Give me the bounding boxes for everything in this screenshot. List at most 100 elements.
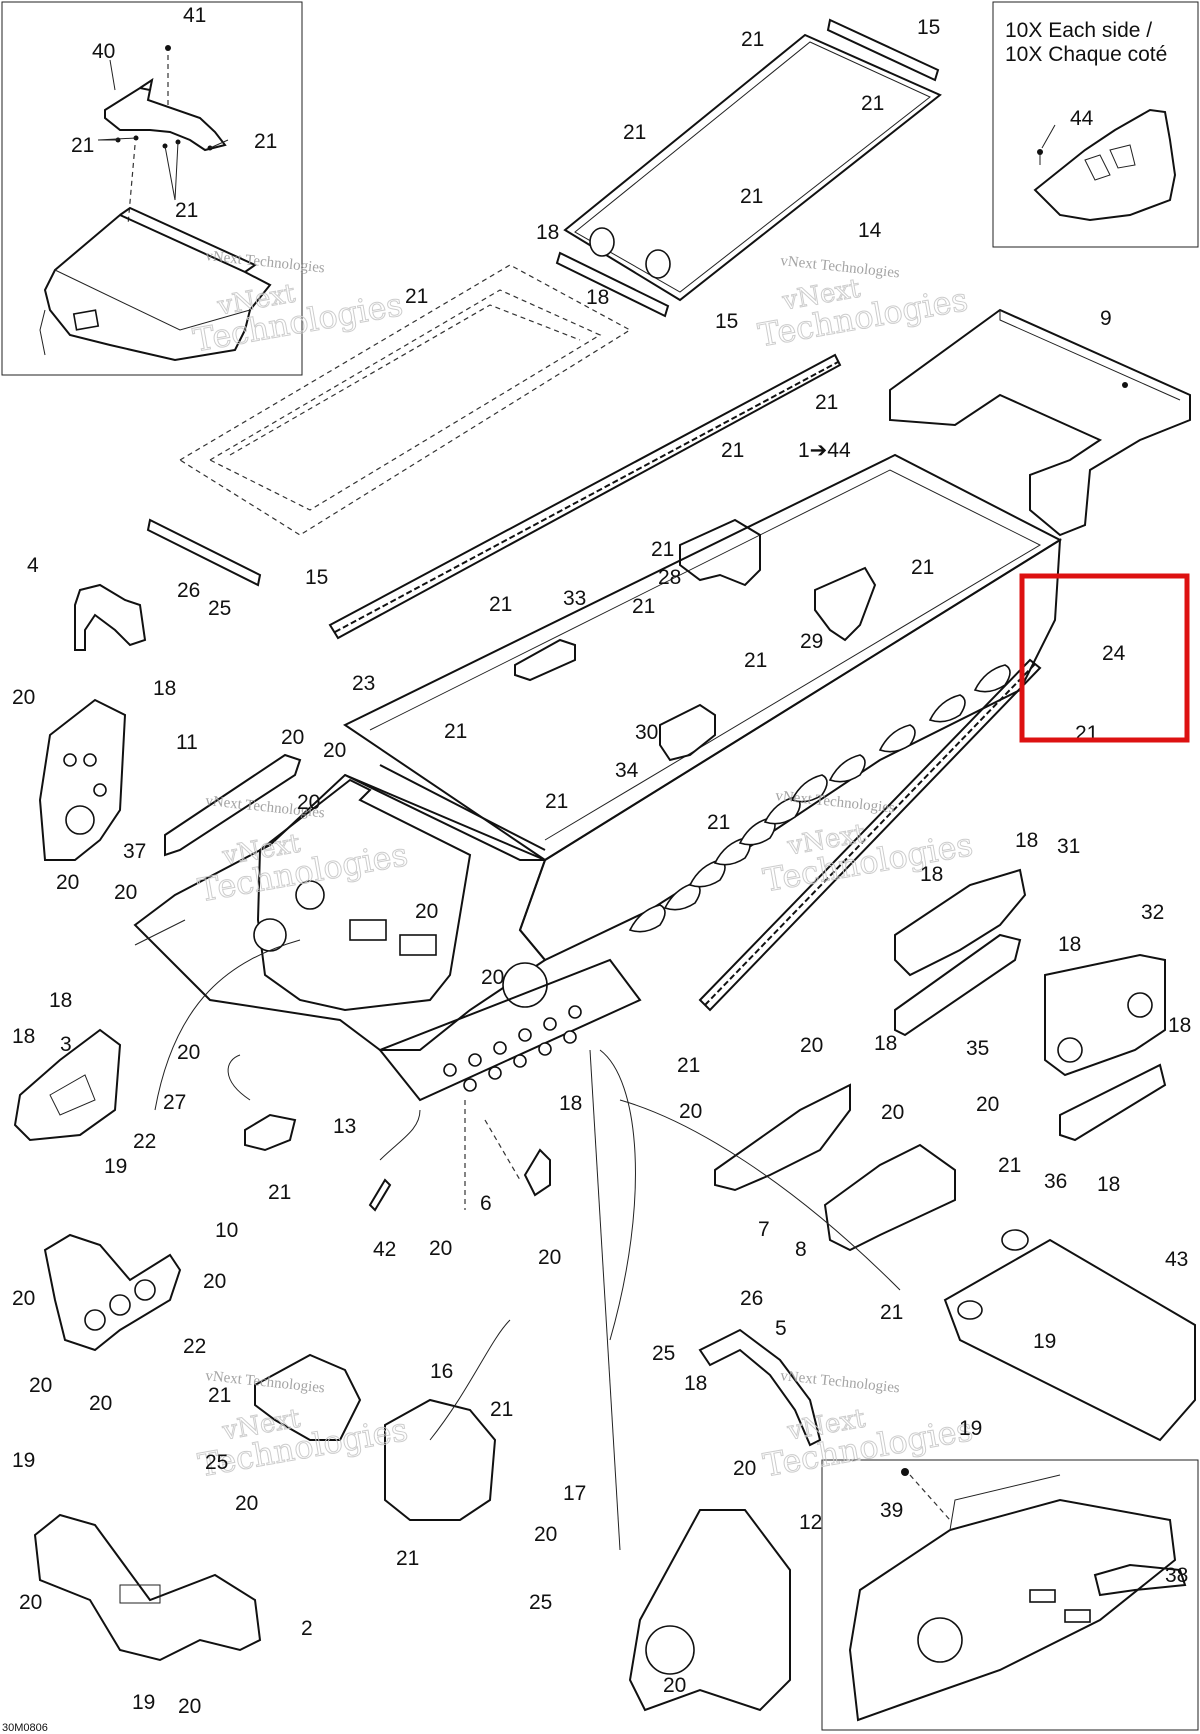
- callout-c17: 17: [563, 1482, 586, 1505]
- callout-c25d: 25: [529, 1591, 552, 1614]
- callout-c18m: 18: [684, 1372, 707, 1395]
- part-11: [38, 698, 127, 861]
- dashed-panel: [146, 264, 632, 587]
- callout-c20g: 20: [415, 900, 438, 923]
- callout-c20k: 20: [679, 1100, 702, 1123]
- inset-top-right: 10X Each side / 10X Chaque coté: [992, 1, 1199, 248]
- part-35: [894, 933, 1022, 1037]
- part-5: [698, 1328, 822, 1447]
- callout-c21k: 21: [651, 538, 674, 561]
- part-13: [244, 1113, 297, 1152]
- callout-c20r: 20: [29, 1374, 52, 1397]
- callout-c25a: 25: [208, 597, 231, 620]
- callout-c20l: 20: [881, 1101, 904, 1124]
- callout-c20b: 20: [281, 726, 304, 749]
- callout-c4: 4: [27, 554, 39, 577]
- callout-c22b: 22: [183, 1335, 206, 1358]
- callout-c37: 37: [123, 840, 146, 863]
- callout-c20f: 20: [114, 881, 137, 904]
- callout-c20d: 20: [297, 791, 320, 814]
- callout-c43: 43: [1165, 1248, 1188, 1271]
- callout-c10: 10: [215, 1219, 238, 1242]
- callout-c21a: 21: [71, 134, 94, 157]
- callout-c21w: 21: [880, 1301, 903, 1324]
- callout-c20q: 20: [203, 1270, 226, 1293]
- callout-c26a: 26: [177, 579, 200, 602]
- callout-c20w: 20: [19, 1591, 42, 1614]
- part-31: [894, 868, 1027, 977]
- part-36: [1059, 1063, 1167, 1142]
- callout-c21q: 21: [545, 790, 568, 813]
- callout-c18e: 18: [920, 863, 943, 886]
- panel-9: [889, 308, 1191, 537]
- tunnel-slots: [628, 664, 1011, 933]
- callout-c18d: 18: [1015, 829, 1038, 852]
- callout-c19e: 19: [132, 1691, 155, 1714]
- callout-c31: 31: [1057, 835, 1080, 858]
- part-8: [823, 1143, 956, 1252]
- callout-c21g: 21: [740, 185, 763, 208]
- part-32: [1044, 953, 1166, 1077]
- callout-c35: 35: [966, 1037, 989, 1060]
- callout-c41: 41: [183, 4, 206, 27]
- callout-c21z: 21: [396, 1547, 419, 1570]
- callout-c21f: 21: [623, 121, 646, 144]
- callout-c19a: 19: [104, 1155, 127, 1178]
- callout-c18a: 18: [536, 221, 559, 244]
- callout-c21i: 21: [815, 391, 838, 414]
- callout-c19b: 19: [1033, 1330, 1056, 1353]
- callout-c15b: 15: [715, 310, 738, 333]
- callout-c30: 30: [635, 721, 658, 744]
- callout-c20h: 20: [481, 966, 504, 989]
- callout-c24: 24: [1102, 642, 1126, 665]
- callout-c14: 14: [858, 219, 882, 242]
- callout-c42: 42: [373, 1238, 396, 1261]
- callout-c20n: 20: [429, 1237, 452, 1260]
- watermark-small: vNext Technologies: [205, 248, 326, 276]
- inset-note-line1: 10X Each side /: [1005, 19, 1152, 42]
- callout-c21t: 21: [677, 1054, 700, 1077]
- callout-c38: 38: [1165, 1564, 1188, 1587]
- callout-c39: 39: [880, 1499, 903, 1522]
- callout-c20a: 20: [12, 686, 35, 709]
- callout-c21p: 21: [444, 720, 467, 743]
- callout-c18b: 18: [586, 286, 609, 309]
- callout-c18c: 18: [153, 677, 176, 700]
- part-34: [659, 703, 716, 762]
- callout-c20x: 20: [178, 1695, 201, 1718]
- part-17: [384, 1398, 497, 1521]
- callout-c21m: 21: [489, 593, 512, 616]
- part-43: [943, 1229, 1196, 1442]
- callout-c21e: 21: [861, 92, 884, 115]
- inset-note-line2: 10X Chaque coté: [1005, 43, 1167, 66]
- callout-c18j: 18: [1168, 1014, 1191, 1037]
- callout-c13: 13: [333, 1115, 356, 1138]
- part-29: [814, 566, 877, 642]
- callout-c16: 16: [430, 1360, 453, 1383]
- top-panel-14: [555, 18, 942, 318]
- callout-c21v: 21: [268, 1181, 291, 1204]
- callout-c19c: 19: [959, 1417, 982, 1440]
- callout-c11: 11: [176, 731, 198, 754]
- part-37: [164, 753, 302, 857]
- callout-c33: 33: [563, 587, 586, 610]
- callout-c20p: 20: [12, 1287, 35, 1310]
- callout-c32: 32: [1141, 901, 1164, 924]
- callout-c18k: 18: [559, 1092, 582, 1115]
- part-6: [523, 1148, 551, 1197]
- part-16: [254, 1353, 362, 1441]
- watermarks: vNext Technologies vNext Technologies vN…: [190, 248, 976, 1485]
- callout-c26b: 26: [740, 1287, 763, 1310]
- callout-c20i: 20: [177, 1041, 200, 1064]
- callout-c21l: 21: [632, 595, 655, 618]
- callout-c28: 28: [658, 566, 681, 589]
- callout-c22a: 22: [133, 1130, 156, 1153]
- callout-c5: 5: [775, 1317, 787, 1340]
- part-3: [13, 1028, 122, 1142]
- part-7: [714, 1083, 851, 1192]
- callout-c20y: 20: [663, 1674, 686, 1697]
- callout-c21y: 21: [490, 1398, 513, 1421]
- callout-c20t: 20: [235, 1492, 258, 1515]
- callout-c27: 27: [163, 1091, 186, 1114]
